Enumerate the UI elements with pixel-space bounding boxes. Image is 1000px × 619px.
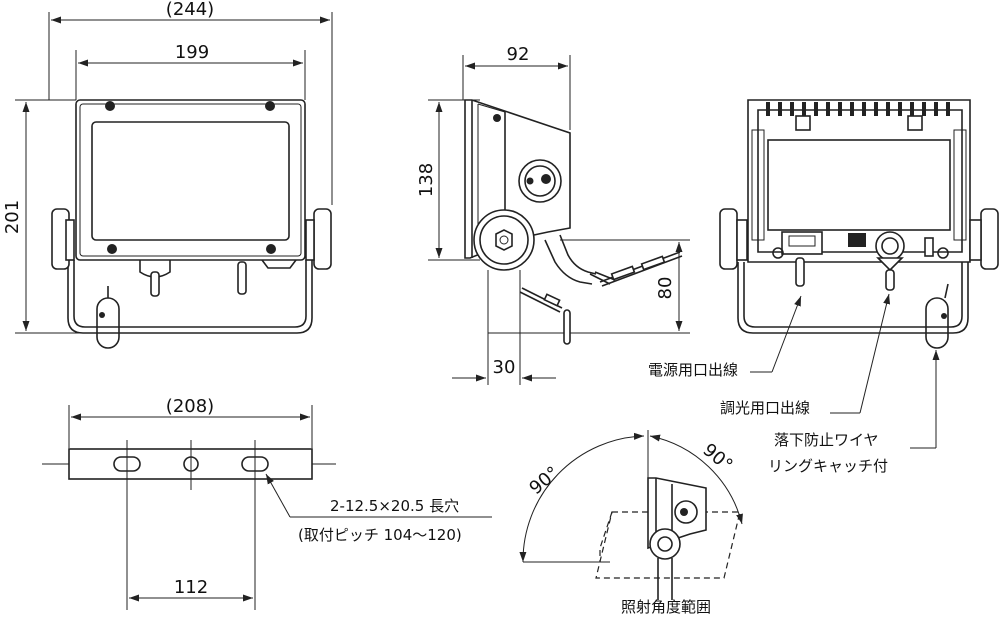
dim-front-inner-width: 199 [175, 42, 209, 63]
label-power-cable: 電源用口出線 [648, 361, 738, 379]
rear-view: 電源用口出線 調光用口出線 落下防止ワイヤ リングキャッチ付 [648, 99, 999, 475]
slot-note-line2: (取付ピッチ 104～120) [298, 526, 462, 544]
dim-side-depth: 92 [507, 44, 530, 65]
front-view: (244) 199 201 [2, 0, 333, 349]
heat-sink-fins [766, 102, 950, 116]
label-angle-range: 照射角度範囲 [621, 598, 711, 616]
label-dimming-cable: 調光用口出線 [720, 399, 810, 417]
dim-side-height: 138 [416, 163, 437, 197]
angle-right-label: 90° [699, 439, 737, 476]
mounting-bracket-view: (208) 112 2-12.5×20.5 長穴 (取付ピッチ 104～120) [42, 396, 492, 610]
dim-bracket-pitch: 112 [174, 577, 208, 598]
angle-left-label: 90° [525, 462, 563, 499]
dim-front-height: 201 [2, 200, 23, 234]
dim-bracket-width: (208) [166, 396, 214, 417]
dim-side-offset: 30 [493, 357, 516, 378]
dim-front-outer-width: (244) [166, 0, 214, 20]
rotation-range-view: 90° 90° 照射角度範囲 [519, 430, 743, 616]
dim-side-drop: 80 [655, 277, 676, 300]
slot-note-line1: 2-12.5×20.5 長穴 [330, 497, 459, 515]
label-safety-wire-1: 落下防止ワイヤ [774, 431, 879, 449]
side-view: 92 138 80 30 [416, 44, 690, 385]
label-safety-wire-2: リングキャッチ付 [768, 457, 888, 475]
